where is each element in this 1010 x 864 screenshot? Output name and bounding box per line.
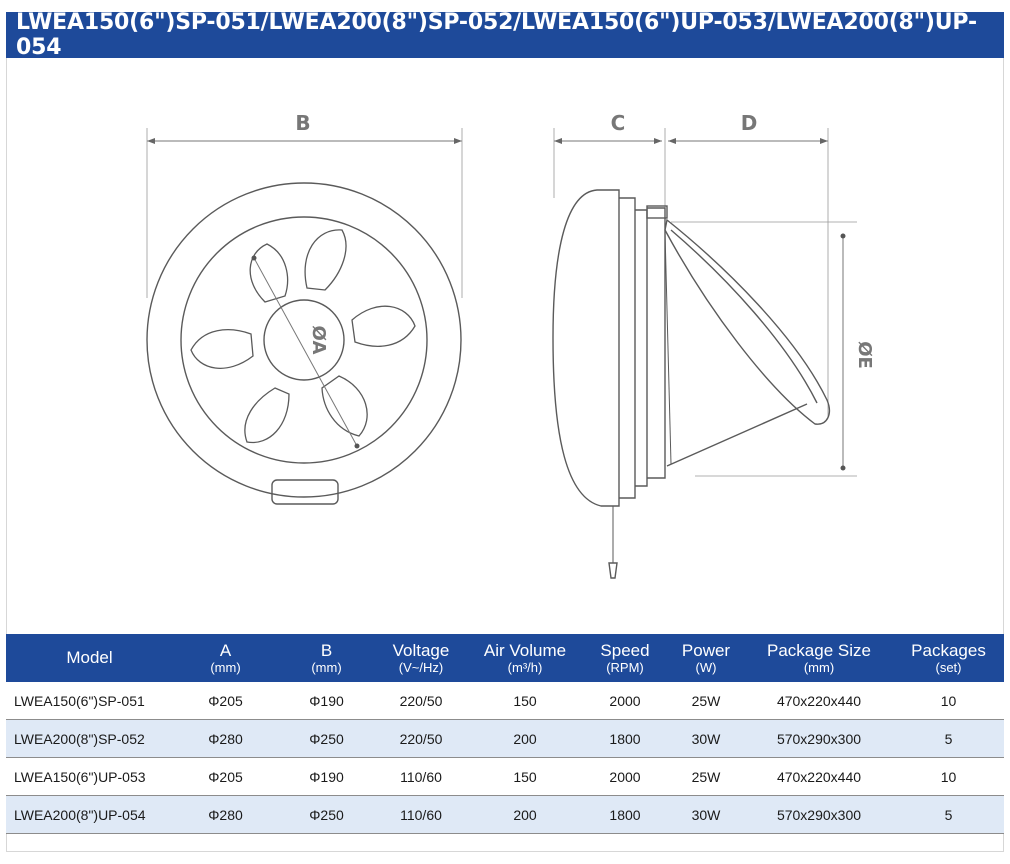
inner-frame-ring [180,216,428,464]
column-header-model: Model [6,634,173,682]
cell-speed: 1800 [583,719,667,758]
technical-drawing-panel: B ØA [6,58,1004,634]
cell-package-size: 570x290x300 [745,795,893,834]
cell-a: Φ280 [173,719,278,758]
cell-power: 25W [667,682,745,720]
table-row: LWEA150(6")SP-051 Φ205 Φ190 220/50 150 2… [6,682,1004,720]
cell-model: LWEA150(6")UP-053 [6,757,173,796]
cell-power: 30W [667,719,745,758]
outer-frame-ring [146,182,462,498]
table-footer-space [6,834,1004,852]
cell-voltage: 110/60 [375,757,467,796]
side-view [552,128,857,579]
fan-blades [190,229,416,444]
column-header-power: Power (W) [667,634,745,682]
column-header-b: B (mm) [278,634,375,682]
cell-b: Φ250 [278,795,375,834]
frame-plate [619,197,636,499]
dimension-label-d: D [741,111,758,135]
spec-table: Model A (mm) B (mm) Voltage (V~/Hz) Air … [6,634,1004,834]
cell-air-volume: 200 [467,719,583,758]
cell-air-volume: 150 [467,757,583,796]
switch-window [271,479,339,505]
fan-housing [552,189,620,507]
cell-a: Φ280 [173,795,278,834]
cell-packages: 5 [893,795,1004,834]
shutter-flap [664,218,831,425]
cell-model: LWEA200(8")UP-054 [6,795,173,834]
cell-packages: 10 [893,757,1004,796]
front-view [146,128,463,505]
cell-voltage: 220/50 [375,719,467,758]
table-row: LWEA200(8")UP-054 Φ280 Φ250 110/60 200 1… [6,795,1004,834]
spec-table-header: Model A (mm) B (mm) Voltage (V~/Hz) Air … [6,634,1004,682]
fan-hub [263,299,345,381]
cell-speed: 2000 [583,757,667,796]
cell-model: LWEA200(8")SP-052 [6,719,173,758]
cell-b: Φ190 [278,682,375,720]
column-header-a: A (mm) [173,634,278,682]
column-header-air-volume: Air Volume (m³/h) [467,634,583,682]
cell-voltage: 220/50 [375,682,467,720]
cell-packages: 5 [893,719,1004,758]
cell-speed: 2000 [583,682,667,720]
page-title-text: LWEA150(6")SP-051/LWEA200(8")SP-052/LWEA… [16,10,977,60]
pull-cord-knob [608,562,618,579]
dimension-label-b: B [295,111,310,135]
table-row: LWEA200(8")SP-052 Φ280 Φ250 220/50 200 1… [6,719,1004,758]
cell-b: Φ190 [278,757,375,796]
cell-package-size: 570x290x300 [745,719,893,758]
cell-voltage: 110/60 [375,795,467,834]
cell-air-volume: 200 [467,795,583,834]
cell-packages: 10 [893,682,1004,720]
column-header-package-size: Package Size (mm) [745,634,893,682]
cell-model: LWEA150(6")SP-051 [6,682,173,720]
cell-b: Φ250 [278,719,375,758]
cell-power: 30W [667,795,745,834]
dimension-line-a [253,257,358,447]
page-title: LWEA150(6")SP-051/LWEA200(8")SP-052/LWEA… [6,10,1004,60]
cell-air-volume: 150 [467,682,583,720]
cell-a: Φ205 [173,682,278,720]
dimension-label-e: ØE [854,341,875,369]
cell-power: 25W [667,757,745,796]
fan-dimension-drawing: B ØA [146,111,875,579]
column-header-voltage: Voltage (V~/Hz) [375,634,467,682]
cell-speed: 1800 [583,795,667,834]
dimension-label-a: ØA [308,326,329,355]
dimension-label-c: C [611,111,626,135]
shutter-arm [666,403,808,467]
column-header-packages: Packages (set) [893,634,1004,682]
cell-package-size: 470x220x440 [745,757,893,796]
cell-package-size: 470x220x440 [745,682,893,720]
column-header-speed: Speed (RPM) [583,634,667,682]
table-row: LWEA150(6")UP-053 Φ205 Φ190 110/60 150 2… [6,757,1004,796]
cell-a: Φ205 [173,757,278,796]
